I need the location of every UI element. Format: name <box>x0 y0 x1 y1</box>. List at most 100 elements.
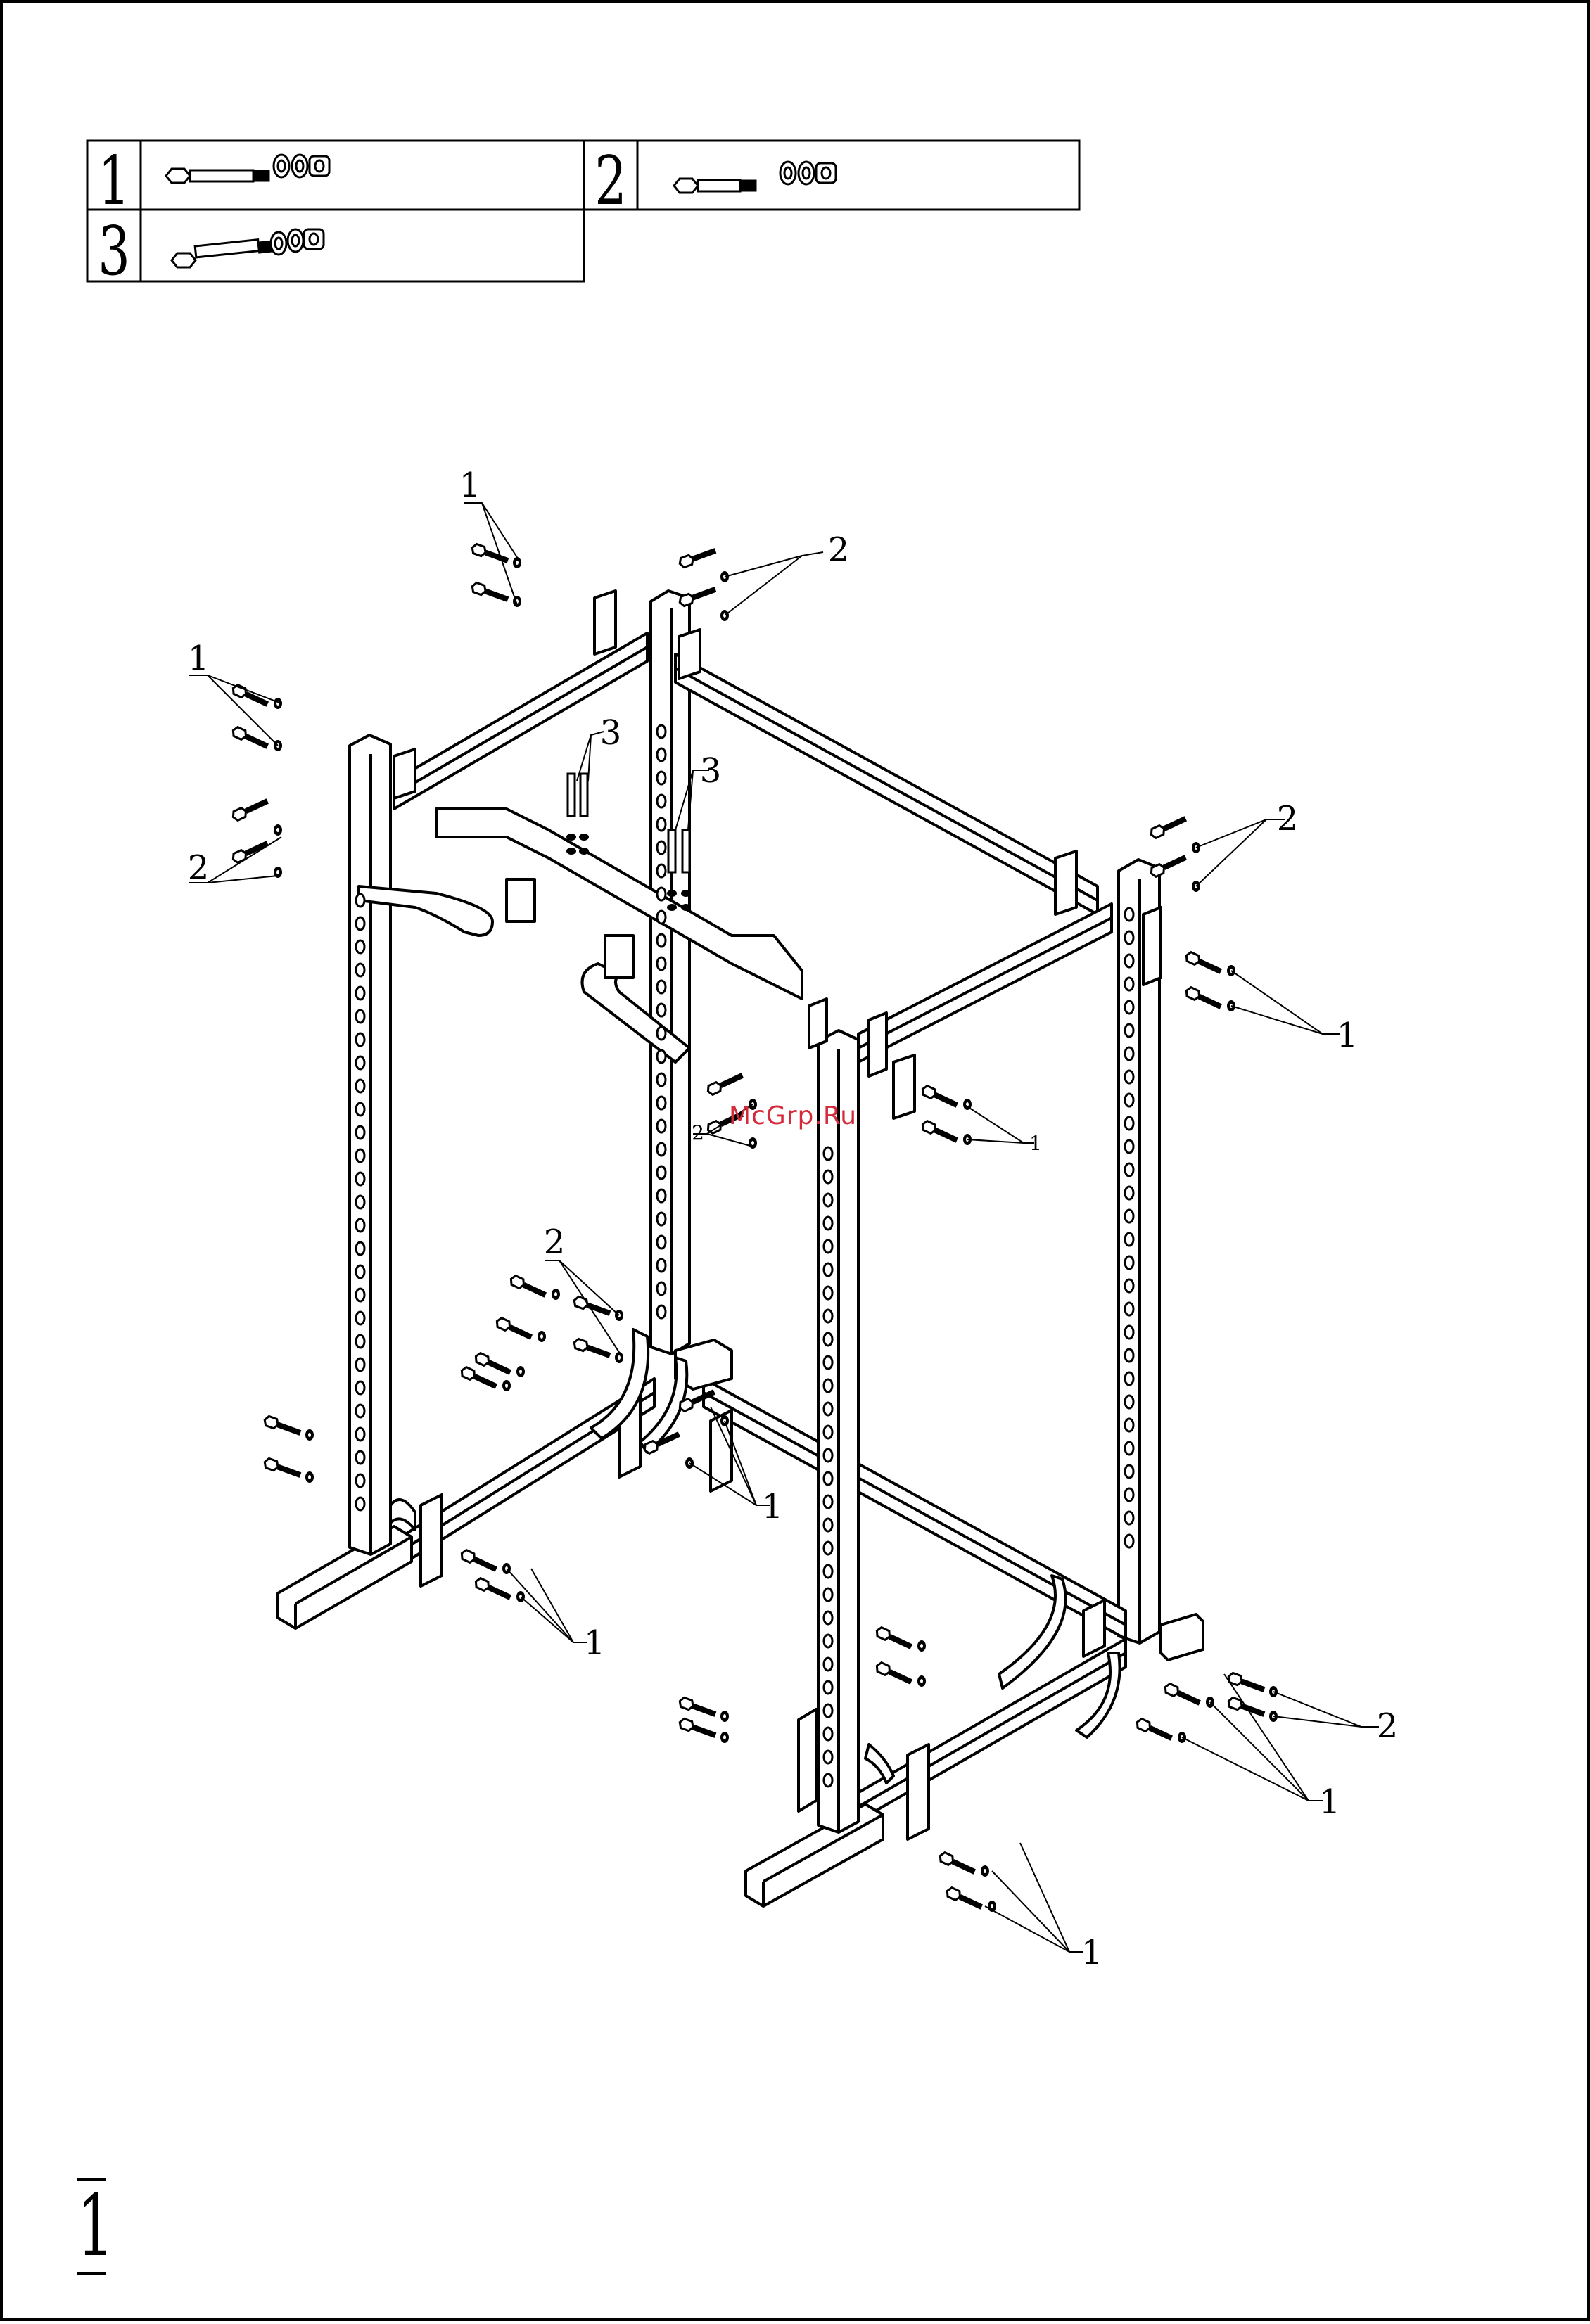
upright-hole <box>657 1282 666 1295</box>
upright-hole <box>824 1728 832 1740</box>
nut-icon <box>720 1711 729 1722</box>
nut-icon <box>720 1732 729 1743</box>
bolt-icon <box>1184 951 1223 976</box>
bolt-icon <box>1149 853 1188 879</box>
bolt-icon <box>573 1296 612 1318</box>
upright-hole <box>824 1217 832 1230</box>
bolt-icon <box>231 726 269 751</box>
bolt-icon <box>231 797 269 822</box>
callout-1-left: 1 <box>188 639 210 678</box>
upright-hole <box>356 964 364 976</box>
upright-hole <box>356 1103 364 1116</box>
upright-hole <box>824 1751 832 1763</box>
upright-hole <box>1125 978 1133 990</box>
upright-hole <box>1125 954 1133 967</box>
upright-hole <box>356 1312 364 1324</box>
upright-hole <box>657 772 666 784</box>
upright-hole <box>657 1120 666 1132</box>
upright-hole <box>1125 1187 1133 1199</box>
bolt-icon <box>471 582 510 604</box>
callout-1-bottom-right: 1 <box>1319 1782 1341 1822</box>
handle-bracket-right <box>605 936 633 978</box>
callout-2-top: 2 <box>828 530 850 570</box>
watermark: McGrp.Ru <box>729 1102 857 1130</box>
upright-hole <box>1125 908 1133 921</box>
upright-hole <box>657 1097 666 1109</box>
bolt-icon <box>1149 815 1188 840</box>
bolt-icon <box>473 1577 512 1602</box>
upright-hole <box>356 1381 364 1394</box>
parts-table-id-1: 1 <box>98 142 130 221</box>
bolt-icon <box>263 1457 303 1480</box>
upright-hole <box>1125 1071 1133 1083</box>
upright-hole <box>1125 1256 1133 1269</box>
upright-hole <box>1125 1396 1133 1408</box>
upright-hole <box>824 1704 832 1717</box>
upright-hole <box>824 1310 832 1322</box>
bolt-icon <box>706 1071 744 1097</box>
bolt-icon <box>920 1120 959 1145</box>
top-rear-plate-b <box>679 630 700 679</box>
bottom-right-plate-a <box>799 1709 816 1811</box>
upright-hole <box>657 1166 666 1179</box>
upright-hole <box>356 1498 364 1510</box>
upright-hole <box>1125 1140 1133 1153</box>
handle-bracket-left <box>507 879 535 921</box>
parts-table <box>87 141 1079 281</box>
parts-table-id-2: 2 <box>594 142 627 221</box>
step-number: 1 <box>77 2178 106 2275</box>
upright-hole <box>356 1219 364 1232</box>
upright-hole <box>356 1289 364 1301</box>
upright-hole <box>824 1449 832 1462</box>
bolt-icon <box>459 1366 498 1391</box>
upright-hole <box>356 1173 364 1185</box>
upright-hole <box>356 1080 364 1092</box>
upright-hole <box>824 1681 832 1694</box>
upright-hole <box>657 795 666 807</box>
callout-3-left: 3 <box>600 713 622 753</box>
callout-2-bottom-left: 2 <box>544 1222 566 1262</box>
nut-icon <box>305 1429 314 1441</box>
upright-hole <box>1125 1094 1133 1106</box>
nut-icon <box>749 1137 757 1149</box>
nut-icon <box>502 1380 511 1391</box>
upright-hole <box>356 917 364 930</box>
upright-hole <box>657 1259 666 1272</box>
upright-hole <box>356 1149 364 1162</box>
upright-hole <box>824 1542 832 1554</box>
long-bolt-set-1-icon <box>166 155 329 183</box>
upright-hole <box>657 1027 666 1040</box>
upright-hole <box>824 1356 832 1369</box>
top-right-plate-b <box>1143 907 1161 985</box>
bolt-icon <box>1135 1718 1174 1743</box>
upright-hole <box>356 1358 364 1371</box>
upright-hole <box>657 1073 666 1086</box>
upright-hole <box>657 981 666 993</box>
upright-hole <box>356 987 364 1000</box>
upright-hole <box>824 1495 832 1508</box>
upright-hole <box>356 1428 364 1441</box>
upright-hole <box>1125 1024 1133 1037</box>
upright-hole <box>1125 1233 1133 1246</box>
upright-hole <box>356 1451 364 1464</box>
upright-hole <box>356 1126 364 1139</box>
upright-hole <box>1125 1326 1133 1339</box>
nut-icon <box>917 1640 926 1652</box>
upright-hole <box>1125 1512 1133 1524</box>
bolt-icon <box>938 1851 977 1877</box>
callout-1-bottom-center: 1 <box>762 1487 784 1526</box>
upright-hole <box>824 1403 832 1415</box>
bolt-icon <box>231 839 269 864</box>
bolt-icon <box>1184 986 1223 1011</box>
upright-hole <box>657 888 666 900</box>
upright-hole <box>657 1004 666 1016</box>
bolt-icon <box>945 1886 984 1912</box>
bottom-left-plate <box>421 1495 442 1586</box>
upright-hole <box>657 1143 666 1156</box>
upright-hole <box>824 1263 832 1276</box>
bottom-rear-plate <box>1083 1600 1105 1656</box>
upright-hole <box>356 1242 364 1255</box>
upright-hole <box>824 1611 832 1624</box>
upright-hole <box>824 1286 832 1299</box>
